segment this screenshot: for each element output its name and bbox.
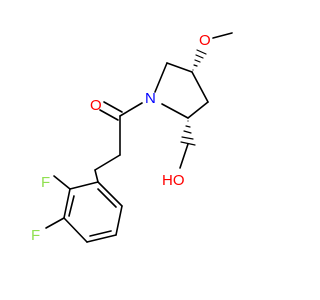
atom-hydroxyl: HO bbox=[162, 172, 185, 189]
atom-f-ortho: F bbox=[41, 174, 50, 191]
atom-f-meta: F bbox=[31, 227, 40, 244]
atom-n-ring: N bbox=[145, 90, 156, 107]
bond-ch2-oh bbox=[179, 143, 189, 169]
atom-o-carbonyl: O bbox=[90, 97, 102, 114]
bond-ar-c4-c5 bbox=[86, 234, 117, 243]
bond-ar-c6-c1 bbox=[97, 181, 123, 207]
bond-ch2-aryl bbox=[94, 169, 99, 183]
bond-ar-c1-c2 bbox=[69, 181, 99, 190]
bond-ch2-ch2 bbox=[94, 154, 121, 171]
bond-c3-c2 bbox=[187, 101, 209, 119]
bond-carbonyl-double-b bbox=[99, 109, 119, 121]
bond-ar-f-ortho bbox=[53, 175, 71, 190]
bond-ar-inner-3 bbox=[97, 188, 117, 208]
atom-o-methoxy: O bbox=[199, 32, 211, 49]
bond-ar-c2-c3 bbox=[63, 188, 71, 219]
bond-carbonyl-double-a bbox=[103, 101, 123, 113]
structure-diagram: O N O HO F F bbox=[31, 32, 233, 244]
bond-o-methyl bbox=[212, 32, 233, 39]
bond-ar-c3-c4 bbox=[63, 217, 88, 243]
hashed-wedge-methoxy bbox=[192, 49, 207, 71]
bond-ar-inner-1 bbox=[68, 195, 75, 217]
bond-c2-n bbox=[161, 103, 189, 119]
hashed-wedge-hydroxymethyl bbox=[180, 120, 196, 146]
bond-ar-f-meta bbox=[45, 217, 65, 229]
bond-ar-inner-2 bbox=[89, 230, 112, 237]
bond-carbonyl-n bbox=[119, 102, 143, 117]
bond-ar-c5-c6 bbox=[115, 205, 123, 236]
bond-c4-c3 bbox=[191, 71, 209, 103]
bond-c5-c4 bbox=[166, 62, 193, 73]
bond-n-c5 bbox=[154, 62, 168, 93]
